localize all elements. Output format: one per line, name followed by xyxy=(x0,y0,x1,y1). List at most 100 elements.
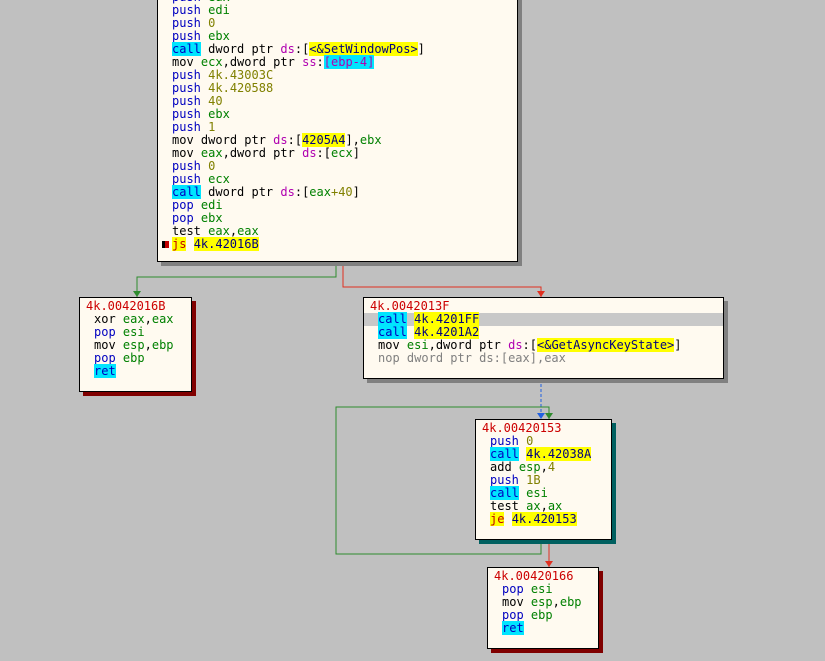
operand: :[ xyxy=(294,42,310,56)
arrow-head xyxy=(545,561,553,567)
operand: esp xyxy=(530,595,553,609)
mnemonic: pop xyxy=(172,211,194,225)
instruction-line[interactable]: pop ebp xyxy=(488,609,598,622)
instruction-line[interactable]: mov dword ptr ds:[4205A4],ebx xyxy=(158,133,517,147)
operand: ds xyxy=(508,338,523,352)
operand: ] xyxy=(674,338,682,352)
operand: <&GetAsyncKeyState> xyxy=(537,338,675,352)
operand: esi xyxy=(530,582,553,596)
instruction-line[interactable]: push 1 xyxy=(158,121,517,134)
instruction-line[interactable]: pop ebp xyxy=(80,352,191,365)
mnemonic: push xyxy=(172,16,201,30)
instruction-line[interactable]: mov esp,ebp xyxy=(80,339,191,352)
instruction-line[interactable]: call 4k.4201FF xyxy=(364,312,723,326)
instruction-line[interactable]: push ebx xyxy=(158,30,517,43)
operand: ebx xyxy=(359,133,382,147)
operand: esi xyxy=(122,325,145,339)
operand: eax xyxy=(309,185,331,199)
mnemonic: mov xyxy=(172,55,194,69)
operand: [ebp-4] xyxy=(323,55,375,69)
operand: dword ptr xyxy=(200,185,281,199)
instruction-line[interactable]: mov ecx,dword ptr ss:[ebp-4] xyxy=(158,55,517,69)
instruction-line[interactable]: push 4k.420588 xyxy=(158,82,517,95)
operand: ax xyxy=(547,499,563,513)
instruction-line[interactable]: push 0 xyxy=(158,17,517,30)
operand: 4k.4201A2 xyxy=(414,325,480,339)
mnemonic: call xyxy=(378,325,407,339)
operand: 4k.420153 xyxy=(511,512,577,526)
instruction-line[interactable]: mov esi,dword ptr ds:[<&GetAsyncKeyState… xyxy=(364,338,723,352)
operand: 40 xyxy=(208,94,223,108)
instruction-line[interactable]: push edi xyxy=(158,4,517,17)
instruction-line[interactable]: test eax,eax xyxy=(158,225,517,238)
instruction-line[interactable]: call 4k.42038A xyxy=(476,447,611,461)
instruction-line[interactable]: push 4k.43003C xyxy=(158,69,517,82)
instruction-line[interactable]: pop esi xyxy=(80,326,191,339)
mnemonic: push xyxy=(172,81,201,95)
instruction-line[interactable]: pop esi xyxy=(488,583,598,596)
instruction-line[interactable]: test ax,ax xyxy=(476,500,611,513)
instruction-line[interactable]: nop dword ptr ds:[eax],eax xyxy=(364,352,723,365)
mnemonic: push xyxy=(172,94,201,108)
operand: <&SetWindowPos> xyxy=(309,42,418,56)
arrow-head xyxy=(545,413,553,419)
instruction-line[interactable]: mov esp,ebp xyxy=(488,596,598,609)
mnemonic: test xyxy=(490,499,519,513)
instruction-line[interactable]: call dword ptr ds:[<&SetWindowPos>] xyxy=(158,42,517,56)
instruction-line[interactable]: call 4k.4201A2 xyxy=(364,325,723,339)
instruction-line[interactable]: ret xyxy=(80,364,191,378)
breakpoint-icon[interactable] xyxy=(162,241,169,248)
mnemonic: call xyxy=(490,486,519,500)
operand: ebx xyxy=(208,107,230,121)
instruction-line[interactable]: push 40 xyxy=(158,95,517,108)
instruction-line[interactable]: pop edi xyxy=(158,199,517,212)
instruction-line[interactable]: js 4k.42016B xyxy=(158,237,517,251)
operand: ss xyxy=(302,55,317,69)
instruction-line[interactable]: push ecx xyxy=(158,173,517,186)
instruction-line[interactable]: push eax xyxy=(158,0,517,4)
instruction-line[interactable]: xor eax,eax xyxy=(80,313,191,326)
instruction-line[interactable]: call dword ptr ds:[eax+40] xyxy=(158,185,517,199)
mnemonic: ret xyxy=(502,621,524,635)
block-address: 4k.00420153 xyxy=(482,421,562,435)
instruction-line[interactable]: je 4k.420153 xyxy=(476,512,611,526)
instruction-line[interactable]: push 0 xyxy=(158,160,517,173)
operand: ebp xyxy=(122,351,145,365)
instruction-line[interactable]: push ebx xyxy=(158,108,517,121)
operand xyxy=(504,512,511,526)
operand: eax xyxy=(200,146,223,160)
mnemonic: call xyxy=(378,312,407,326)
instruction-line[interactable]: pop ebx xyxy=(158,212,517,225)
operand: :[ xyxy=(316,146,331,160)
mnemonic: push xyxy=(172,107,201,121)
mnemonic: push xyxy=(172,159,201,173)
operand: 4k.420588 xyxy=(208,81,274,95)
operand: ecx xyxy=(208,172,230,186)
operand: ecx xyxy=(331,146,353,160)
mnemonic: mov xyxy=(378,338,400,352)
mnemonic: push xyxy=(490,434,519,448)
edge-b3-loop xyxy=(335,406,550,555)
operand: ebp xyxy=(559,595,582,609)
instruction-line[interactable]: mov eax,dword ptr ds:[ecx] xyxy=(158,147,517,160)
mnemonic: pop xyxy=(94,325,116,339)
mnemonic: pop xyxy=(172,198,194,212)
operand: ds xyxy=(302,146,317,160)
instruction-line[interactable]: ret xyxy=(488,621,598,635)
operand: ,dword ptr xyxy=(222,55,303,69)
arrow-head xyxy=(133,291,141,297)
operand: :[ xyxy=(287,133,303,147)
instruction-line[interactable]: add esp,4 xyxy=(476,461,611,474)
instruction-line[interactable]: push 1B xyxy=(476,474,611,487)
instruction-line[interactable]: call esi xyxy=(476,486,611,500)
operand: , xyxy=(540,460,548,474)
operand: , xyxy=(229,224,238,238)
mnemonic: mov xyxy=(502,595,524,609)
instruction-line[interactable]: push 0 xyxy=(476,435,611,448)
